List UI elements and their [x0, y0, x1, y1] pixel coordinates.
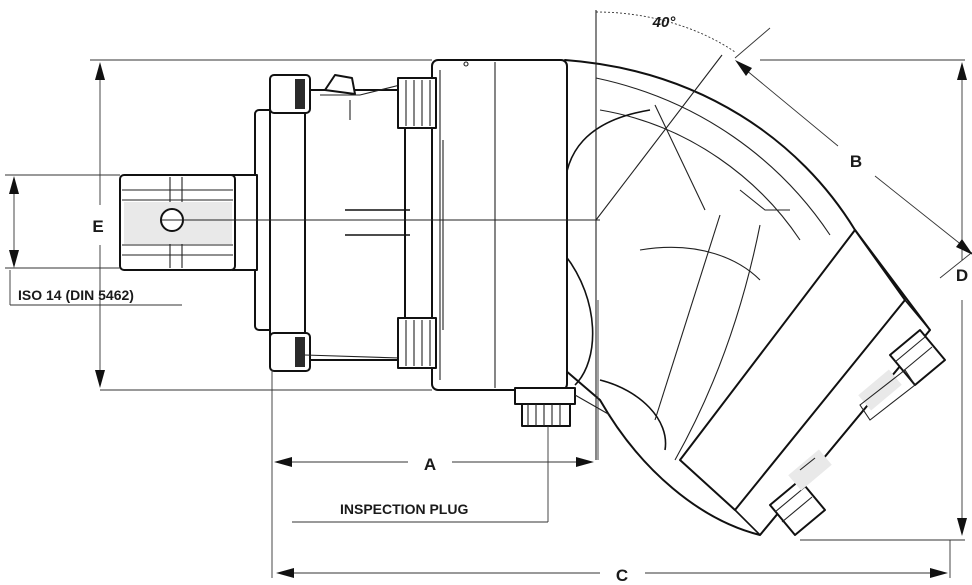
label-inspection-plug: INSPECTION PLUG: [340, 501, 468, 517]
inspection-plug-leader: [292, 426, 549, 523]
port-block-lower: [397, 317, 437, 369]
label-a: A: [424, 455, 436, 474]
angled-housing: [563, 59, 946, 537]
angle-arc: [595, 11, 736, 53]
inspection-plug-part: [514, 387, 611, 427]
spline-shaft: [119, 174, 258, 271]
label-spline: ISO 14 (DIN 5462): [18, 287, 134, 303]
label-angle: 40°: [652, 14, 677, 31]
center-housing: [431, 59, 568, 391]
dimension-e: [95, 62, 105, 388]
label-c: C: [616, 566, 628, 585]
flange-bolt-lower: [769, 449, 832, 536]
dimension-b: [735, 60, 972, 255]
angled-axis: [595, 54, 723, 221]
dimension-d: [957, 62, 967, 536]
extension-lines: [5, 27, 972, 578]
port-block-upper: [397, 77, 437, 129]
dimension-spline: [9, 176, 182, 306]
label-e: E: [92, 217, 103, 236]
dimension-a: [274, 457, 594, 467]
mounting-flange: [254, 74, 410, 372]
label-d: D: [956, 266, 968, 285]
label-b: B: [850, 152, 862, 171]
dimension-c: [276, 568, 948, 578]
